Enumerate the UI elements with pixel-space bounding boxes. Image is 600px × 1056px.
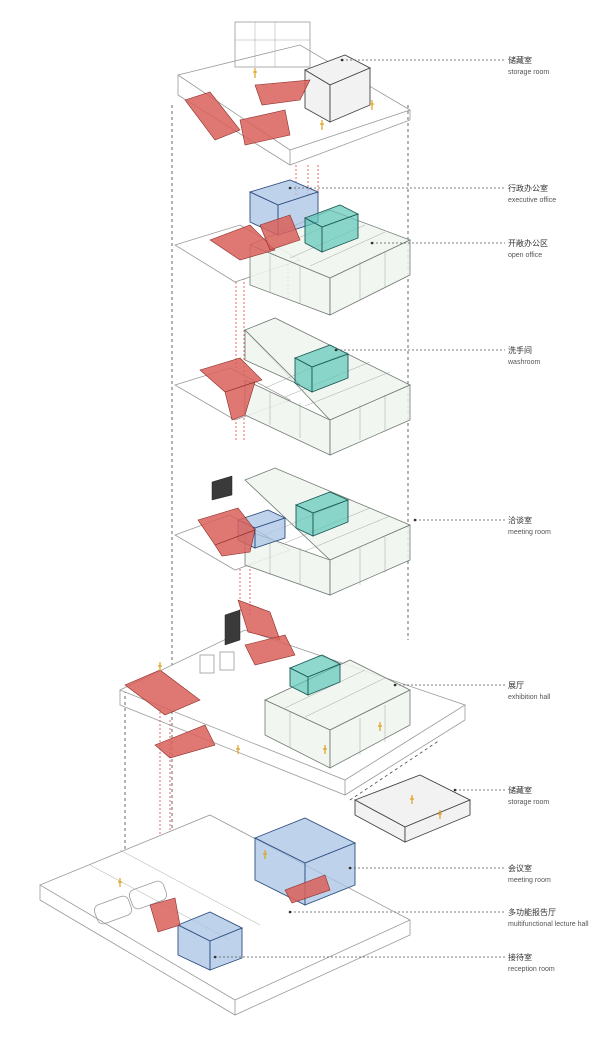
label-en: executive office: [508, 197, 556, 204]
label-en: meeting room: [508, 529, 551, 536]
label-zh: 洽谈室: [508, 515, 532, 525]
label-zh: 洗手间: [508, 345, 532, 355]
label-meeting-room-upper: 洽谈室 meeting room: [508, 515, 551, 536]
label-en: multifunctional lecture hall: [508, 921, 589, 928]
level-2-exhibition: [119, 599, 466, 796]
label-executive-office: 行政办公室 executive office: [508, 183, 556, 204]
label-zh: 储藏室: [508, 55, 532, 65]
label-en: meeting room: [508, 877, 551, 884]
leader-lines: [213, 58, 505, 959]
label-en: washroom: [507, 359, 540, 366]
label-en: exhibition hall: [508, 694, 551, 701]
label-zh: 储藏室: [508, 785, 532, 795]
label-zh: 接待室: [508, 952, 532, 962]
label-washroom: 洗手间 washroom: [507, 345, 540, 366]
level-5-office: [174, 179, 412, 316]
level-1-ground: [39, 774, 472, 1016]
label-exhibition-hall: 展厅 exhibition hall: [508, 681, 551, 701]
label-zh: 行政办公室: [508, 183, 548, 193]
level-roof: [177, 21, 411, 166]
label-zh: 展厅: [508, 681, 524, 690]
level-3-office: [174, 467, 412, 596]
level-4-office: [174, 317, 411, 456]
label-en: reception room: [508, 966, 555, 973]
label-zh: 会议室: [508, 863, 532, 873]
label-en: storage room: [508, 69, 549, 76]
label-open-office: 开敞办公区 open office: [508, 238, 548, 259]
label-lecture-hall: 多功能报告厅 multifunctional lecture hall: [508, 907, 589, 928]
label-storage-room-ground: 储藏室 storage room: [508, 785, 549, 806]
label-meeting-room-ground: 会议室 meeting room: [508, 863, 551, 884]
label-zh: 开敞办公区: [508, 238, 548, 248]
label-reception-room: 接待室 reception room: [508, 952, 555, 973]
label-en: storage room: [508, 799, 549, 806]
label-zh: 多功能报告厅: [508, 907, 556, 917]
label-en: open office: [508, 252, 542, 259]
label-storage-room-top: 储藏室 storage room: [508, 55, 549, 76]
